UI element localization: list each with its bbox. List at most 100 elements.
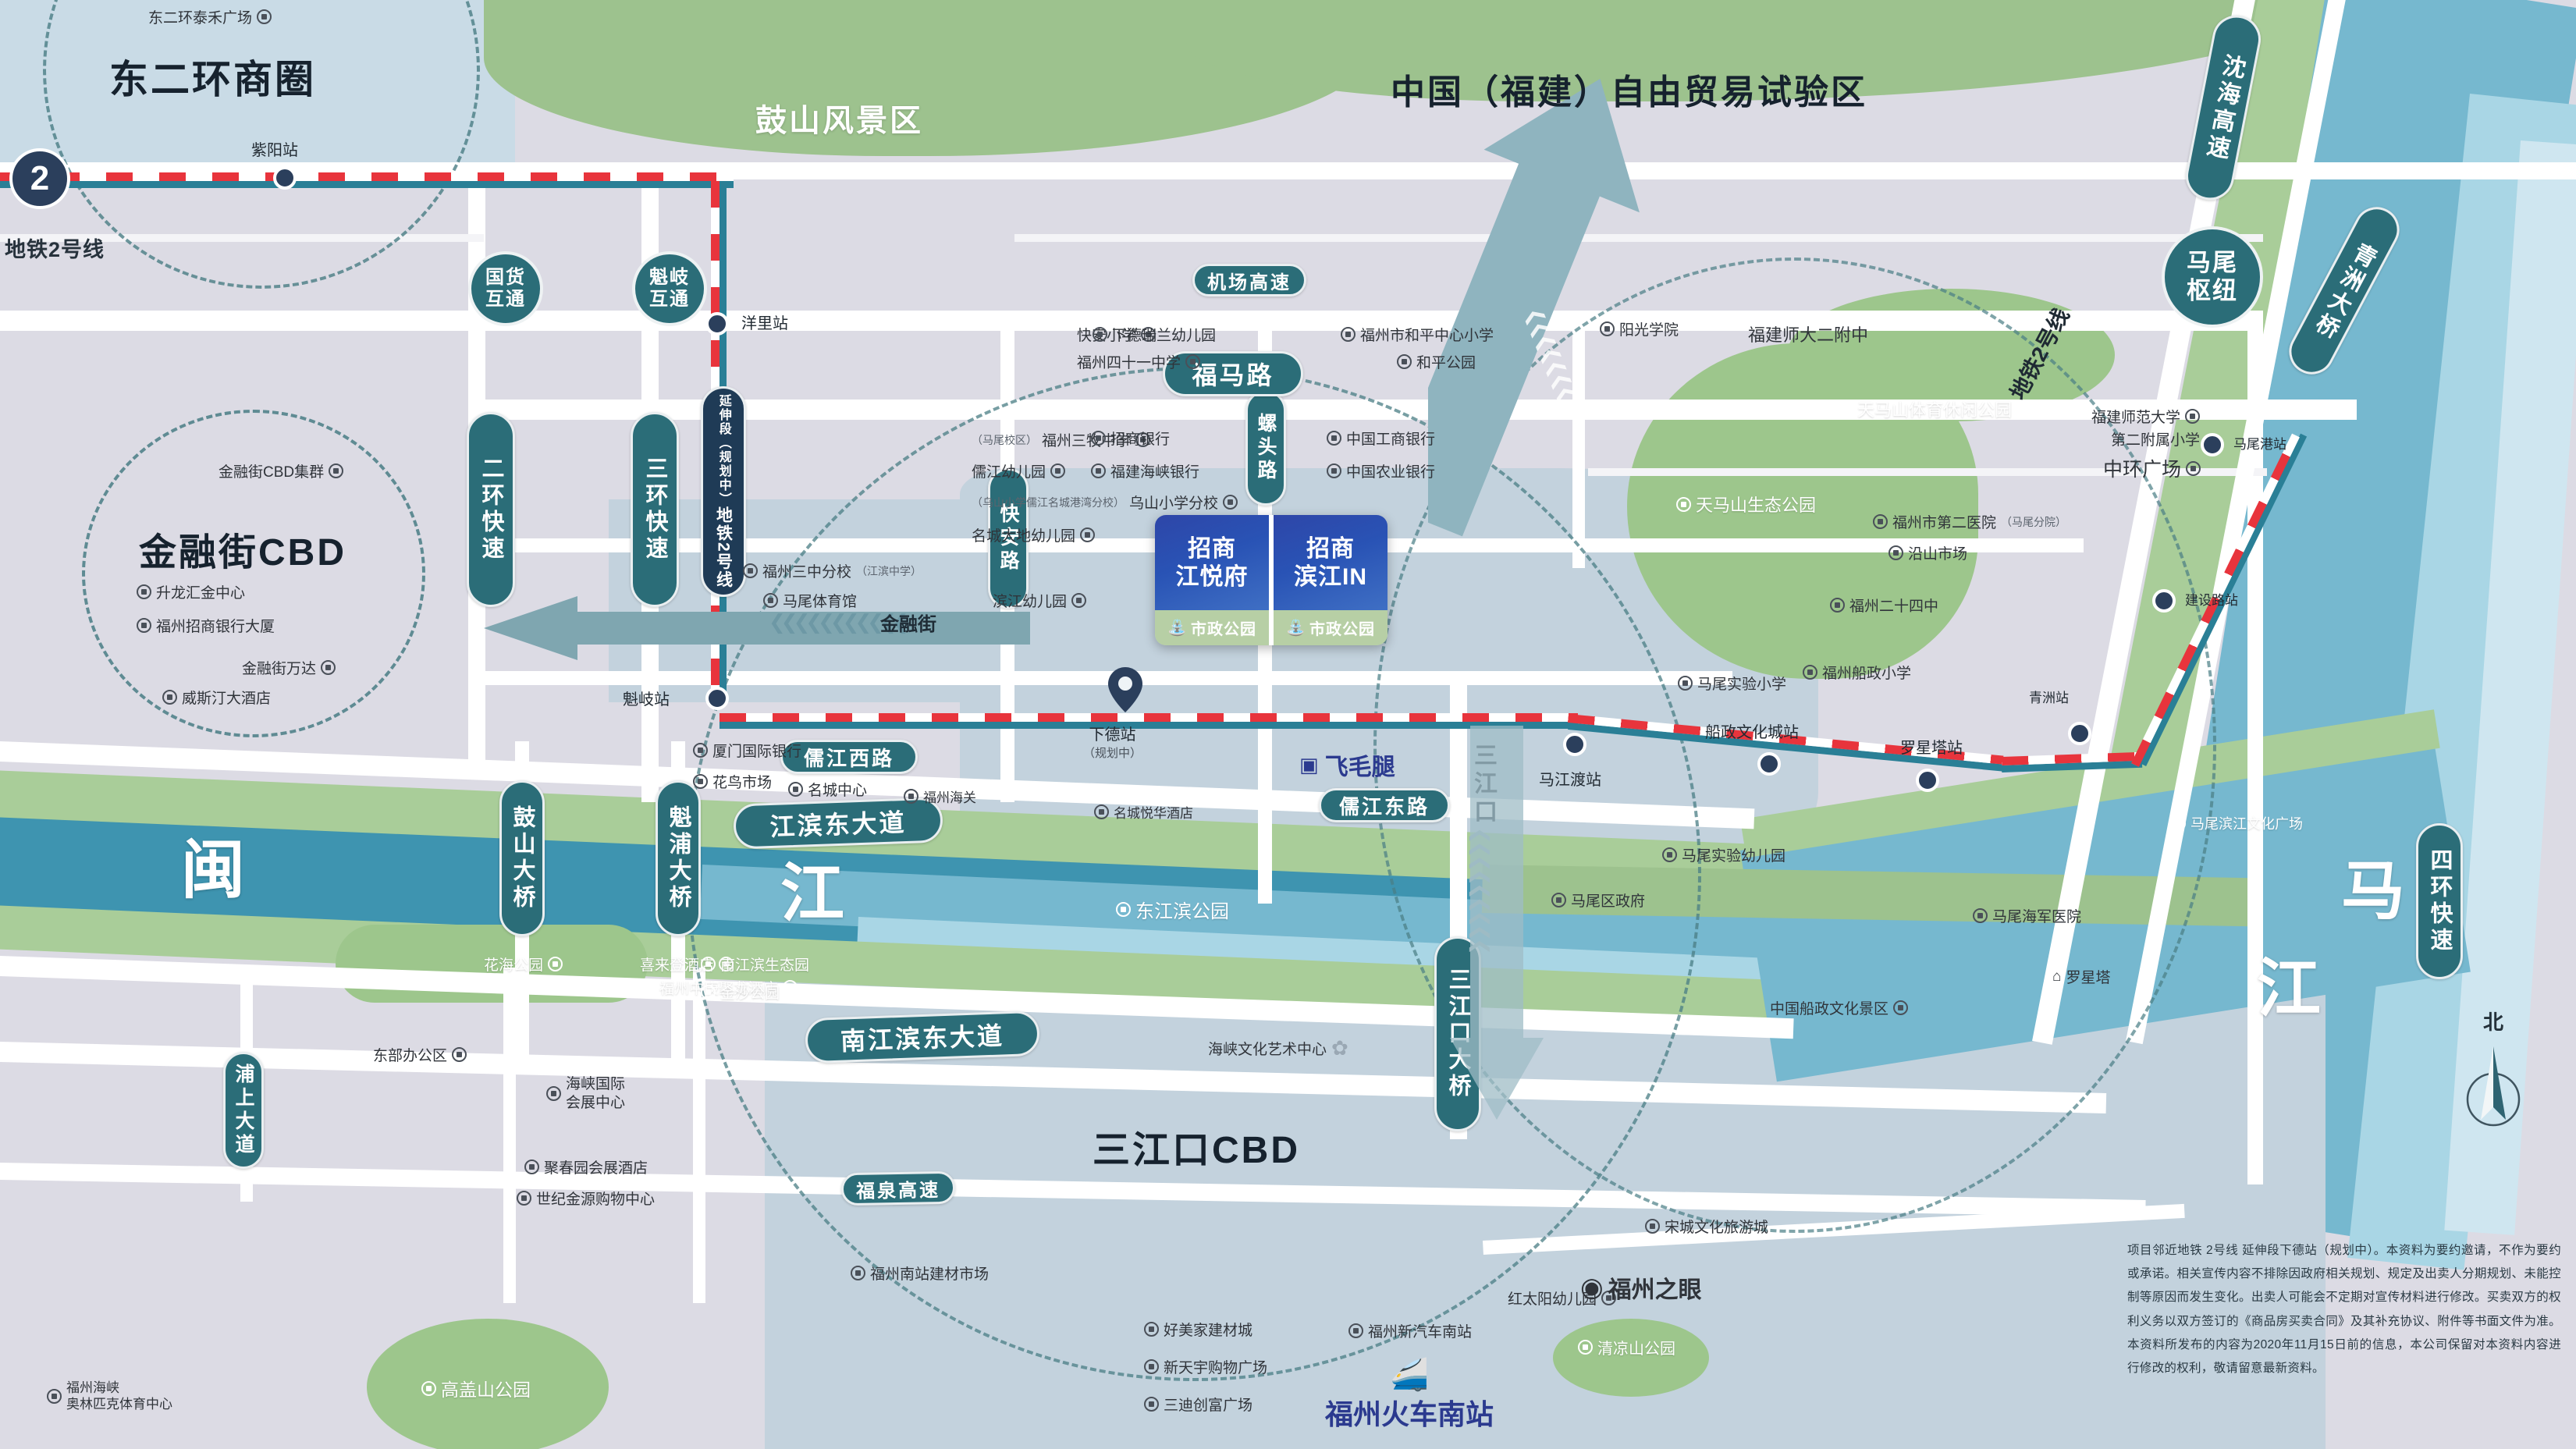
hotel-icon (524, 1160, 539, 1174)
poi-heping-park: 和平公园 (1397, 351, 1476, 372)
park-icon (2016, 401, 2032, 417)
mall-icon (257, 9, 272, 24)
poi-huahai-park: 花海公园 (484, 954, 563, 975)
poi-sheraton-hotel: 喜来登酒店 (640, 954, 734, 975)
station-label-yangli: 洋里站 (741, 315, 788, 332)
poi-mawei-riverside-culture-plaza: 马尾滨江文化广场 (2171, 813, 2303, 833)
project-left-name: 招商江悦府 (1155, 515, 1269, 610)
bank-icon (1327, 463, 1341, 478)
office-icon (452, 1047, 467, 1062)
interchange-mawei[interactable]: 马尾枢纽 (2162, 226, 2263, 328)
metro-lower-track (720, 722, 1578, 729)
poi-mawei-navy-hospital: 马尾海军医院 (1973, 905, 2081, 926)
poi-rujiang-kindergarten: 儒江幼儿园 (972, 460, 1066, 481)
school-icon (1803, 665, 1817, 680)
hotel-icon (1094, 804, 1109, 819)
mall-icon (1144, 1359, 1159, 1374)
poi-xintianyu-shopping-plaza: 新天宇购物广场 (1144, 1356, 1267, 1377)
building-icon (137, 584, 151, 599)
school-icon (1662, 847, 1677, 862)
project-right-name: 招商滨江IN (1274, 515, 1387, 610)
interchange-kuiqi[interactable]: 魁岐互通 (632, 251, 707, 326)
gaogaishan-park-shape (367, 1319, 609, 1449)
station-qingzhou[interactable] (2068, 722, 2091, 745)
train-icon: 🚄 (1390, 1358, 1429, 1392)
park-icon (1578, 1340, 1593, 1355)
poi-fuzhou-eye: ◉福州之眼 (1580, 1273, 1702, 1303)
poi-shenglong-huijin: 升龙汇金中心 (137, 581, 245, 602)
station-kuiqi[interactable] (705, 687, 729, 710)
poi-hongtaiyang-kindergarten: 红太阳幼儿园 (1508, 1287, 1617, 1309)
school-icon (1223, 495, 1238, 510)
station-label-qingzhou: 青洲站 (2029, 691, 2069, 705)
hotel-icon (719, 957, 734, 971)
poi-east-riverside-park: 东江滨公园 (1116, 896, 1229, 923)
zone-title-gushan-scenic: 鼓山风景区 (755, 104, 923, 138)
school-icon (1093, 327, 1107, 342)
school-icon (1830, 598, 1845, 613)
station-ziyang[interactable] (273, 166, 297, 190)
poi-yangguang-college: 阳光学院 (1600, 318, 1679, 339)
project-card[interactable]: 招商江悦府 ⛲市政公园 招商滨江IN ⛲市政公园 (1155, 515, 1387, 645)
arrow-to-sanjiangkou-cbd (1450, 726, 1544, 1124)
school-icon (1135, 432, 1151, 447)
metro-line2-track (0, 181, 734, 188)
poi-abc-bank: 中国农业银行 (1327, 460, 1435, 481)
metro-lower-dash (720, 713, 1578, 722)
project-left[interactable]: 招商江悦府 ⛲市政公园 (1155, 515, 1269, 645)
station-luoxingta[interactable] (1916, 769, 1939, 792)
flower-icon: ✿ (1331, 1036, 1348, 1060)
station-majiangdu[interactable] (1563, 733, 1586, 756)
financial-cbd-ring (82, 410, 425, 737)
interchange-guohuo[interactable]: 国货互通 (468, 251, 543, 326)
market-icon (1144, 1322, 1159, 1337)
poi-mawei-experimental-kindergarten: 马尾实验幼儿园 (1662, 844, 1785, 865)
school-icon (2185, 409, 2201, 424)
road-label-gushan-bridge: 鼓山大桥 (499, 780, 545, 936)
station-label-maweigang: 马尾港站 (2233, 437, 2286, 452)
poi-fuzhou-cmb-tower: 福州招商银行大厦 (137, 615, 275, 636)
market-icon (851, 1266, 865, 1280)
bank-icon (137, 618, 151, 633)
station-label-majiangdu: 马江渡站 (1539, 772, 1601, 789)
expo-icon (546, 1086, 561, 1102)
project-location-pin[interactable] (1108, 667, 1142, 712)
stadium-icon (763, 593, 778, 608)
school-icon (1601, 1291, 1617, 1305)
compass-needle-icon (2466, 1046, 2521, 1127)
poi-sanmu-middle-school: （马尾校区）福州三牧中学 (972, 429, 1151, 450)
school-icon (1141, 327, 1157, 342)
station-chuanzheng[interactable] (1757, 752, 1781, 776)
park-icon (1397, 354, 1412, 369)
station-label-kuiqi: 魁岐站 (623, 691, 670, 709)
hospital-icon (1973, 908, 1988, 923)
compass-north-label: 北 (2482, 1010, 2503, 1034)
arrow-to-financial-street (468, 593, 1030, 663)
station-maweigang[interactable] (2201, 433, 2224, 456)
poi-mingcheng-yuehua-hotel: 名城悦华酒店 (1094, 802, 1193, 822)
mall-icon (1144, 1397, 1159, 1412)
poi-tianmashan-sports-park: 天马山体育休闲公园 (1857, 396, 2032, 421)
school-icon (1071, 593, 1087, 608)
station-label-xiade: 下德站（规划中） (1083, 726, 1142, 760)
poi-tianmashan-eco-park: 天马山生态公园 (1676, 492, 1816, 517)
river-glyph-min: 闽 (181, 835, 248, 906)
factory-icon: ▣ (1299, 752, 1319, 776)
metro-line2-badge[interactable]: 2 (9, 148, 70, 209)
zone-title-financial-cbd: 金融街CBD (139, 532, 346, 574)
park-icon (1676, 496, 1691, 512)
poi-fuzhou-south-building-materials-market: 福州南站建材市场 (851, 1263, 989, 1284)
qingliangshan-park-shape (1553, 1319, 1709, 1397)
park-icon (548, 957, 563, 971)
bus-icon (1348, 1323, 1363, 1338)
station-jiansheLu[interactable] (2152, 589, 2176, 613)
mawei-ring (1373, 257, 2216, 1233)
poi-fuzhou-new-south-bus-station: 福州新汽车南站 (1348, 1320, 1472, 1341)
zone-title-sanjiangkou-cbd: 三江口CBD (1093, 1130, 1300, 1171)
road-label-fuquan-expressway: 福泉高速 (840, 1170, 956, 1206)
project-right[interactable]: 招商滨江IN ⛲市政公园 (1274, 515, 1387, 645)
station-yangli[interactable] (705, 312, 729, 336)
poi-east-office-district: 东部办公区 (373, 1044, 467, 1065)
poi-mawei-experimental-primary: 马尾实验小学 (1678, 673, 1786, 694)
poi-fuzhou-41-middle: 福州四十一中学 (1077, 351, 1201, 372)
